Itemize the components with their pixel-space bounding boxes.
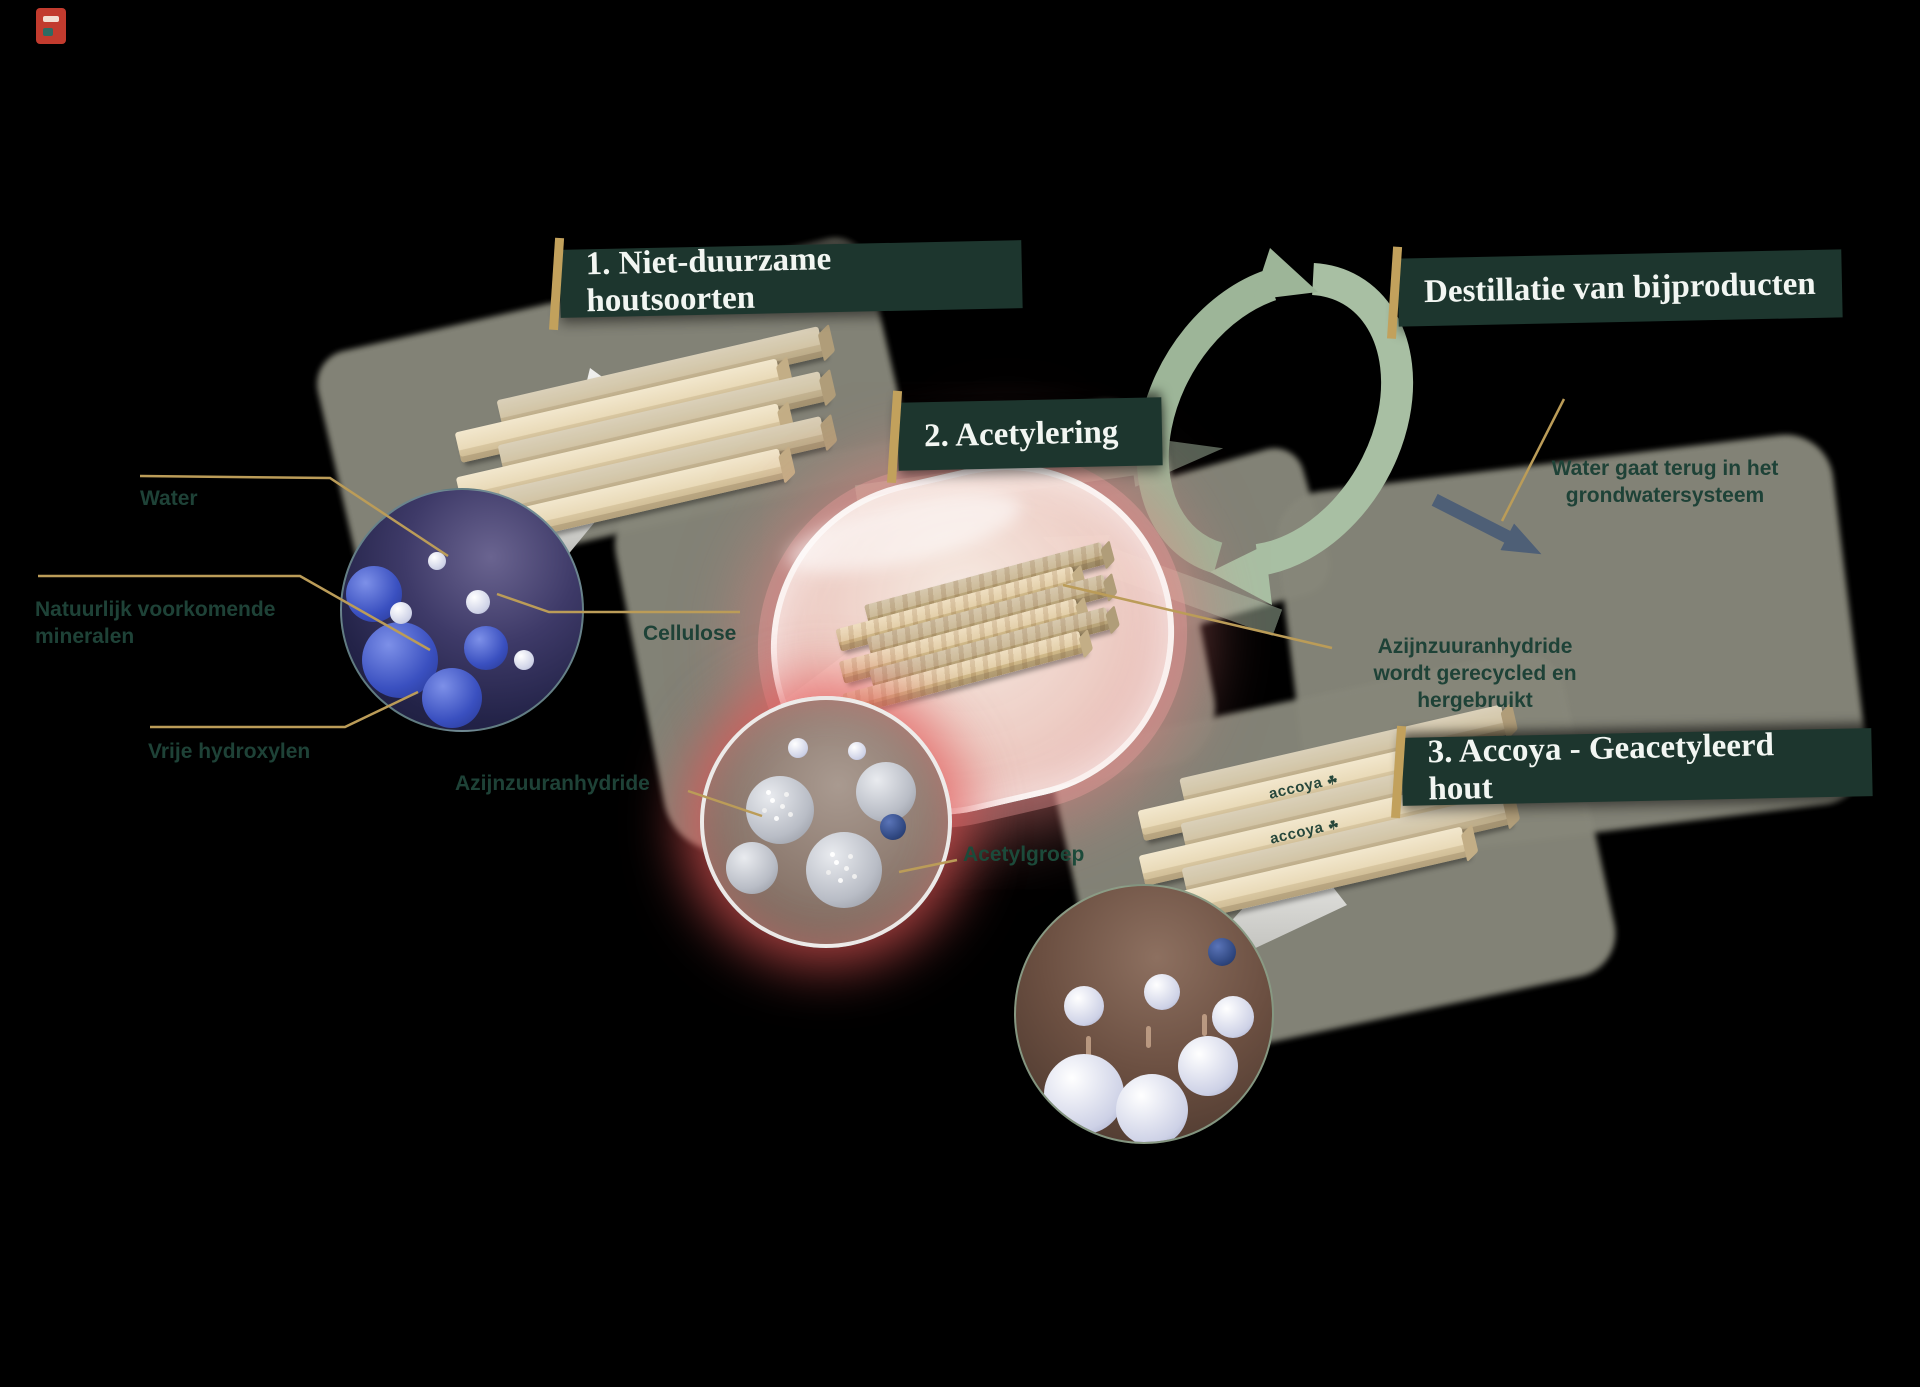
annotation-cellulose: Cellulose	[643, 622, 737, 645]
step1-label: 1. Niet-duurzame houtsoorten	[559, 240, 1023, 320]
molecule-sphere	[856, 762, 916, 822]
molecule-bond	[1146, 1026, 1151, 1048]
step2-label-text: 2. Acetylering	[923, 413, 1119, 454]
molecule-sphere	[1116, 1074, 1188, 1142]
distillation-label-text: Destillatie van bijproducten	[1423, 265, 1817, 310]
molecule-speckles	[770, 798, 775, 803]
molecule-sphere	[514, 650, 534, 670]
accoya-leaf-icon: ☘	[1325, 772, 1340, 789]
annotation-free-hydroxyls: Vrije hydroxylen	[148, 740, 311, 763]
corner-badge-icon	[36, 8, 66, 44]
molecule-sphere	[1064, 986, 1104, 1026]
molecule-sphere	[806, 832, 882, 908]
molecule-view-acetylation	[700, 696, 952, 948]
annotation-water: Water	[140, 487, 198, 510]
molecule-bond	[1202, 1014, 1207, 1036]
annotation-minerals: Natuurlijk voorkomende mineralen	[35, 598, 276, 648]
molecule-sphere	[788, 738, 808, 758]
molecule-view-acetylated-wood	[1014, 884, 1274, 1144]
molecule-view-wood-components	[340, 488, 584, 732]
distillation-label: Destillatie van bijproducten	[1397, 249, 1843, 327]
molecule-sphere	[726, 842, 778, 894]
annotation-acetyl-group: Acetylgroep	[963, 843, 1085, 866]
molecule-sphere	[1208, 938, 1236, 966]
step2-label: 2. Acetylering	[897, 397, 1163, 471]
step1-label-text: 1. Niet-duurzame houtsoorten	[585, 241, 832, 320]
molecule-sphere	[1212, 996, 1254, 1038]
annotation-acetic-anhydride: Azijnzuuranhydride	[455, 772, 650, 795]
molecule-sphere	[390, 602, 412, 624]
molecule-sphere	[848, 742, 866, 760]
molecule-sphere	[1178, 1036, 1238, 1096]
molecule-sphere	[880, 814, 906, 840]
accoya-leaf-icon: ☘	[1326, 817, 1341, 834]
molecule-sphere	[464, 626, 508, 670]
molecule-sphere	[428, 552, 446, 570]
step3-label-text: 3. Accoya - Geacetyleerd hout	[1427, 727, 1775, 808]
molecule-sphere	[422, 668, 482, 728]
molecule-bond	[1086, 1036, 1091, 1058]
step3-label: 3. Accoya - Geacetyleerd hout	[1401, 727, 1873, 808]
molecule-sphere	[1144, 974, 1180, 1010]
molecule-sphere	[466, 590, 490, 614]
annotation-water-recycle: Water gaat terug in het grondwatersystee…	[1551, 457, 1779, 507]
molecule-speckles	[834, 860, 839, 865]
molecule-sphere	[1044, 1054, 1124, 1134]
annotation-acid-recycle: Azijnzuuranhydride wordt gerecycled en h…	[1373, 635, 1577, 712]
molecule-sphere	[746, 776, 814, 844]
